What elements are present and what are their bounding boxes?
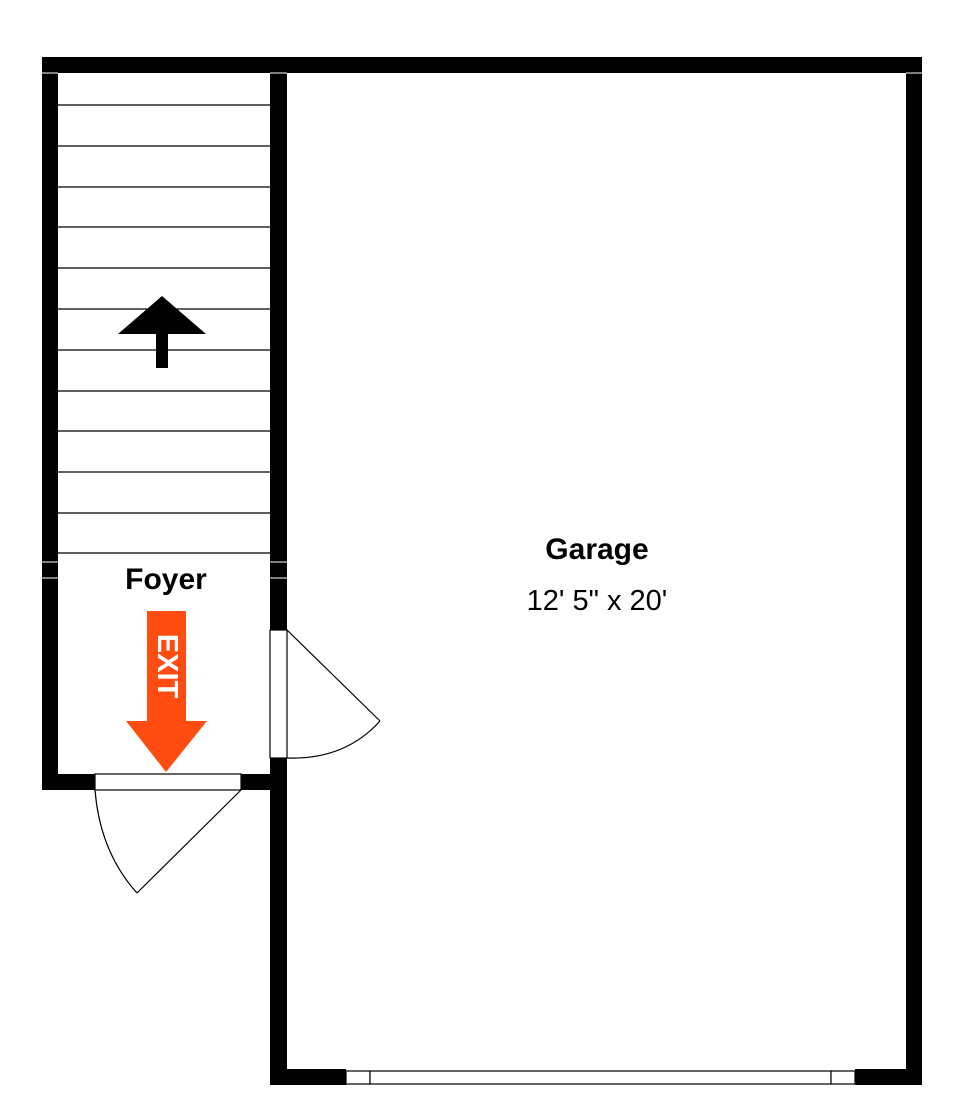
right-wall (906, 57, 922, 1085)
left-wall (42, 57, 58, 790)
exit-arrow-head (126, 721, 207, 772)
door-frame (94, 773, 242, 791)
door-leaf (286, 629, 381, 722)
garage-dimensions: 12' 5" x 20' (527, 585, 668, 617)
exit-label: EXIT (151, 634, 183, 699)
garage-name: Garage (545, 533, 648, 566)
exit-arrow-shaft (147, 611, 186, 722)
door-swing-arc (94, 789, 138, 894)
overhead-door-post-left (345, 1070, 371, 1085)
bottom-wall-left (270, 1069, 346, 1085)
stair-up-arrow-icon (118, 296, 206, 368)
door-swing-arc (286, 720, 381, 759)
wall-joints (42, 72, 922, 579)
exit-sign: EXIT (126, 611, 207, 772)
foyer-wall-right (241, 774, 287, 790)
foyer-name: Foyer (125, 563, 207, 596)
garage-door (269, 629, 381, 759)
staircase (58, 104, 270, 554)
overhead-door (345, 1070, 856, 1085)
walls (42, 57, 922, 1085)
door-leaf (136, 789, 242, 894)
door-frame (269, 629, 288, 759)
middle-wall-upper (270, 57, 287, 630)
overhead-door-post-right (830, 1070, 856, 1085)
middle-wall-lower (270, 758, 287, 1085)
foyer-wall-left (42, 774, 95, 790)
front-door (94, 773, 242, 894)
bottom-wall-right (855, 1069, 922, 1085)
top-wall (42, 57, 922, 73)
overhead-door-panel (369, 1070, 832, 1085)
